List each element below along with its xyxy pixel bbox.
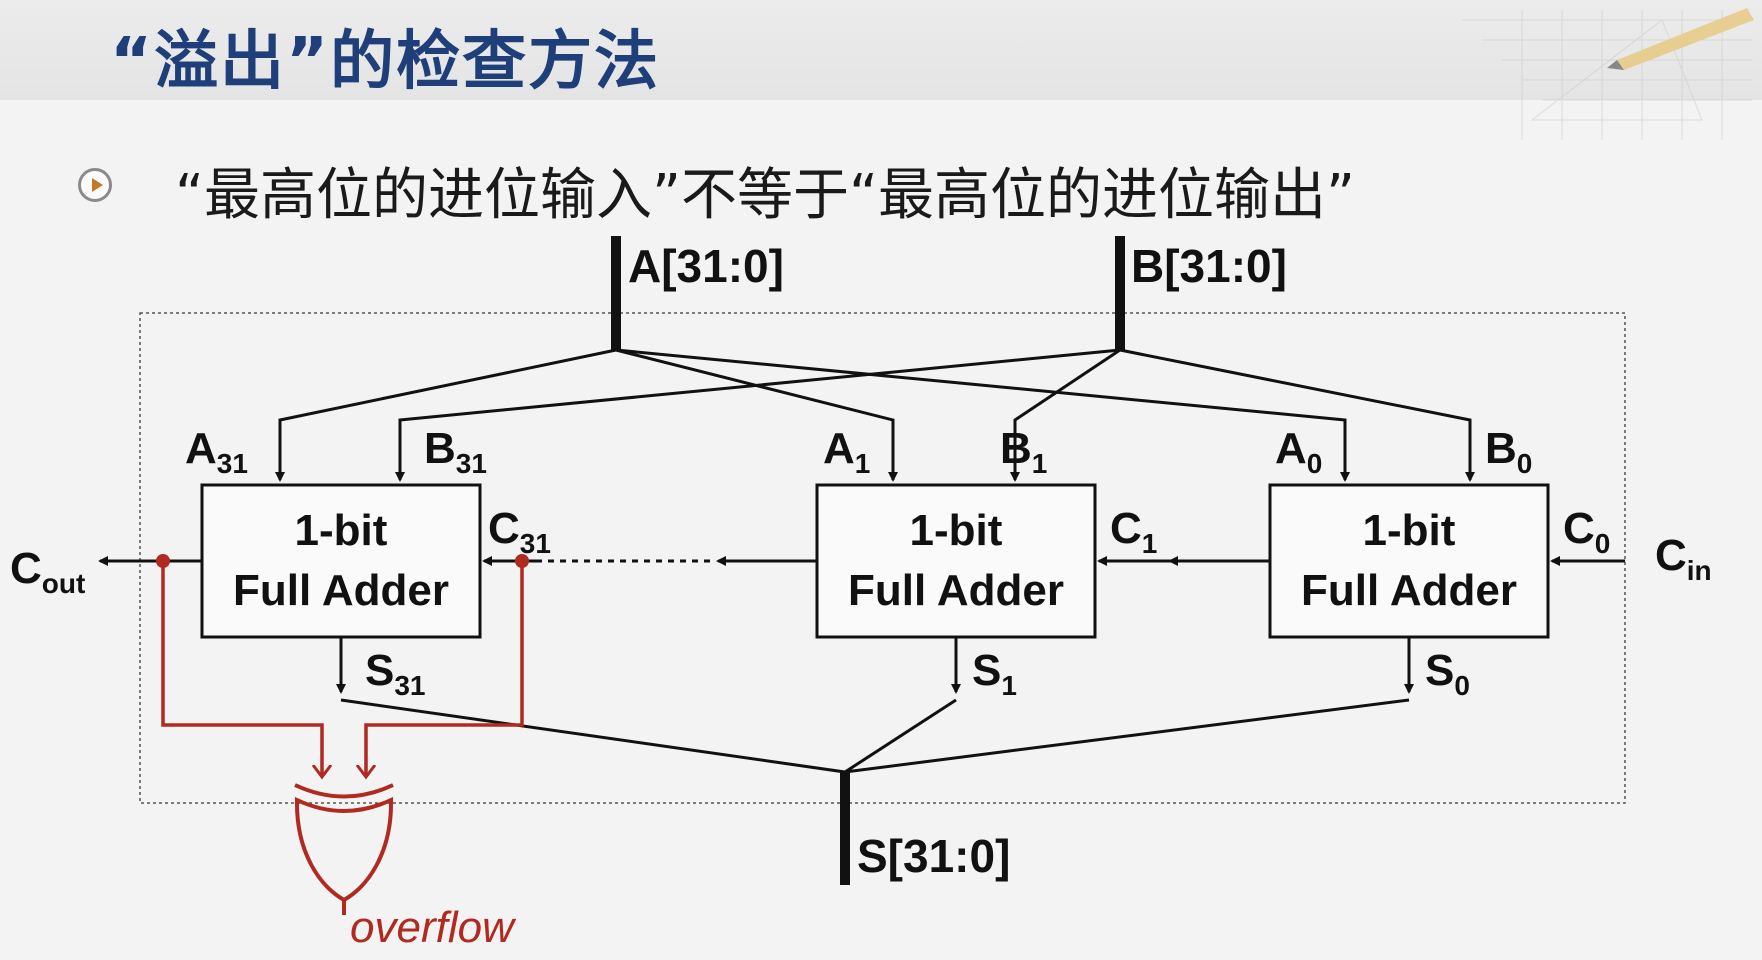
input-wires	[275, 348, 1475, 482]
label-b0: B0	[1485, 424, 1532, 479]
adder-31-line2: Full Adder	[233, 566, 449, 615]
label-c0: C0	[1563, 504, 1610, 559]
full-adder-0: 1-bit Full Adder	[1268, 483, 1550, 639]
xor-gate-icon	[294, 783, 394, 915]
label-s0: S0	[1425, 646, 1470, 701]
label-a31: A31	[185, 424, 248, 479]
signal-labels: A31 B31 A1 B1 A0 B0 C31 C1 C0 Cin Cout S…	[10, 424, 1712, 701]
play-bullet-icon	[78, 168, 112, 202]
label-c1: C1	[1110, 504, 1157, 559]
adder-31-line1: 1-bit	[295, 506, 388, 555]
sum-wires	[336, 637, 1414, 774]
c31-junction	[515, 554, 529, 568]
bus-s-label: S[31:0]	[857, 830, 1010, 882]
title-bar: “溢出”的检查方法	[0, 0, 1762, 140]
label-b31: B31	[424, 424, 487, 479]
adder-1-line1: 1-bit	[910, 506, 1003, 555]
bus-b-label: B[31:0]	[1131, 240, 1287, 292]
overflow-wires	[161, 561, 524, 775]
label-a0: A0	[1275, 424, 1322, 479]
overflow-label: overflow	[350, 903, 517, 952]
label-cout: Cout	[10, 544, 85, 599]
full-adder-1: 1-bit Full Adder	[815, 483, 1097, 639]
cout-junction	[156, 554, 170, 568]
pencil-ruler-decoration-icon	[1462, 8, 1754, 140]
full-adder-31: 1-bit Full Adder	[200, 483, 482, 639]
adder-enclosure	[139, 312, 1626, 804]
label-a1: A1	[823, 424, 870, 479]
label-b1: B1	[1000, 424, 1047, 479]
label-c31: C31	[488, 504, 551, 559]
adder-1-line2: Full Adder	[848, 566, 1064, 615]
bus-a-label: A[31:0]	[628, 240, 784, 292]
adder-0-line1: 1-bit	[1363, 506, 1456, 555]
label-cin: Cin	[1655, 531, 1712, 586]
bullet-text: “最高位的进位输入”不等于“最高位的进位输出”	[175, 163, 1356, 228]
slide-title: “溢出”的检查方法	[110, 25, 661, 99]
label-s1: S1	[972, 646, 1017, 701]
adder-0-line2: Full Adder	[1301, 566, 1517, 615]
label-s31: S31	[365, 646, 426, 701]
